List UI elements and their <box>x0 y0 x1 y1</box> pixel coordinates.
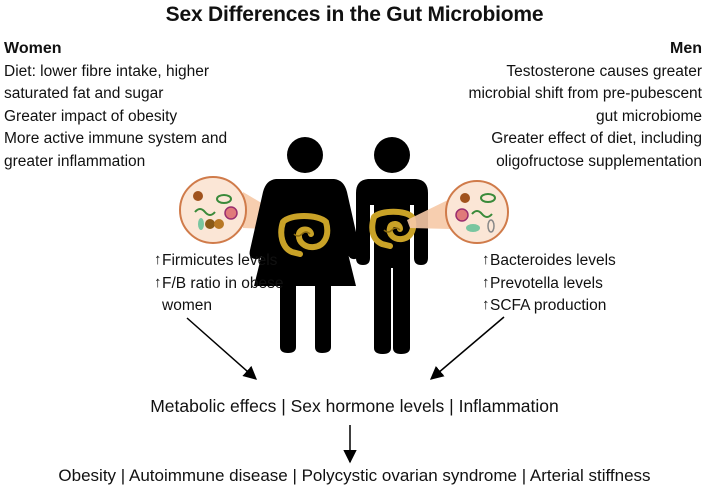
diagram-title: Sex Differences in the Gut Microbiome <box>165 3 544 26</box>
man-intestine-icon <box>369 208 417 249</box>
women-bullet: ↑ Firmicutes levels <box>154 250 329 273</box>
women-bullet-text: F/B ratio in obese <box>162 274 284 292</box>
men-heading: Men <box>670 40 702 57</box>
women-to-effects-arrow <box>186 317 258 380</box>
men-magnifier-beam <box>407 198 452 229</box>
men-bullet-text: SCFA production <box>490 297 607 314</box>
men-bullet: ↑ SCFA production <box>482 295 702 318</box>
women-heading: Women <box>4 40 62 57</box>
women-bullet-continuation: women <box>162 297 212 314</box>
men-line: oligofructose supplementation <box>496 152 702 170</box>
up-arrow-icon: ↑ <box>154 273 162 291</box>
women-bullet: ↑ F/B ratio in obese <box>154 273 329 296</box>
woman-intestine-icon <box>278 213 331 257</box>
men-bullet-text: Bacteroides levels <box>490 252 616 269</box>
men-bullet: ↑ Bacteroides levels <box>482 250 702 273</box>
women-line: Diet: lower fibre intake, higher <box>4 62 210 80</box>
women-line: Greater impact of obesity <box>4 107 178 125</box>
up-arrow-icon: ↑ <box>482 251 490 268</box>
women-line: saturated fat and sugar <box>4 85 164 102</box>
up-arrow-icon: ↑ <box>482 273 490 291</box>
men-column: Men Testosterone causes greater microbia… <box>372 38 702 173</box>
women-microbe-magnifier <box>179 176 247 244</box>
women-bullet-list: ↑ Firmicutes levels ↑ F/B ratio in obese… <box>154 250 329 318</box>
men-bullet: ↑ Prevotella levels <box>482 273 702 296</box>
outcomes-line: Obesity | Autoimmune disease | Polycysti… <box>58 466 651 485</box>
women-line: More active immune system and <box>4 130 228 147</box>
men-line: microbial shift from pre-pubescent <box>468 85 702 102</box>
woman-silhouette <box>249 137 361 353</box>
women-column: Women Diet: lower fibre intake, higher s… <box>4 38 334 173</box>
men-bullet-text: Prevotella levels <box>490 274 603 292</box>
men-line: gut microbiome <box>596 107 702 125</box>
men-microbe-magnifier <box>445 180 509 244</box>
men-line: Testosterone causes greater <box>506 62 702 80</box>
up-arrow-icon: ↑ <box>482 296 490 313</box>
effects-line: Metabolic effecs | Sex hormone levels | … <box>150 396 559 416</box>
women-bullet-text: Firmicutes levels <box>162 252 278 269</box>
men-line: Greater effect of diet, including <box>491 130 702 147</box>
men-to-effects-arrow <box>429 316 505 380</box>
women-line: greater inflammation <box>4 152 146 170</box>
men-bullet-list: ↑ Bacteroides levels ↑ Prevotella levels… <box>482 250 702 318</box>
up-arrow-icon: ↑ <box>154 251 162 268</box>
